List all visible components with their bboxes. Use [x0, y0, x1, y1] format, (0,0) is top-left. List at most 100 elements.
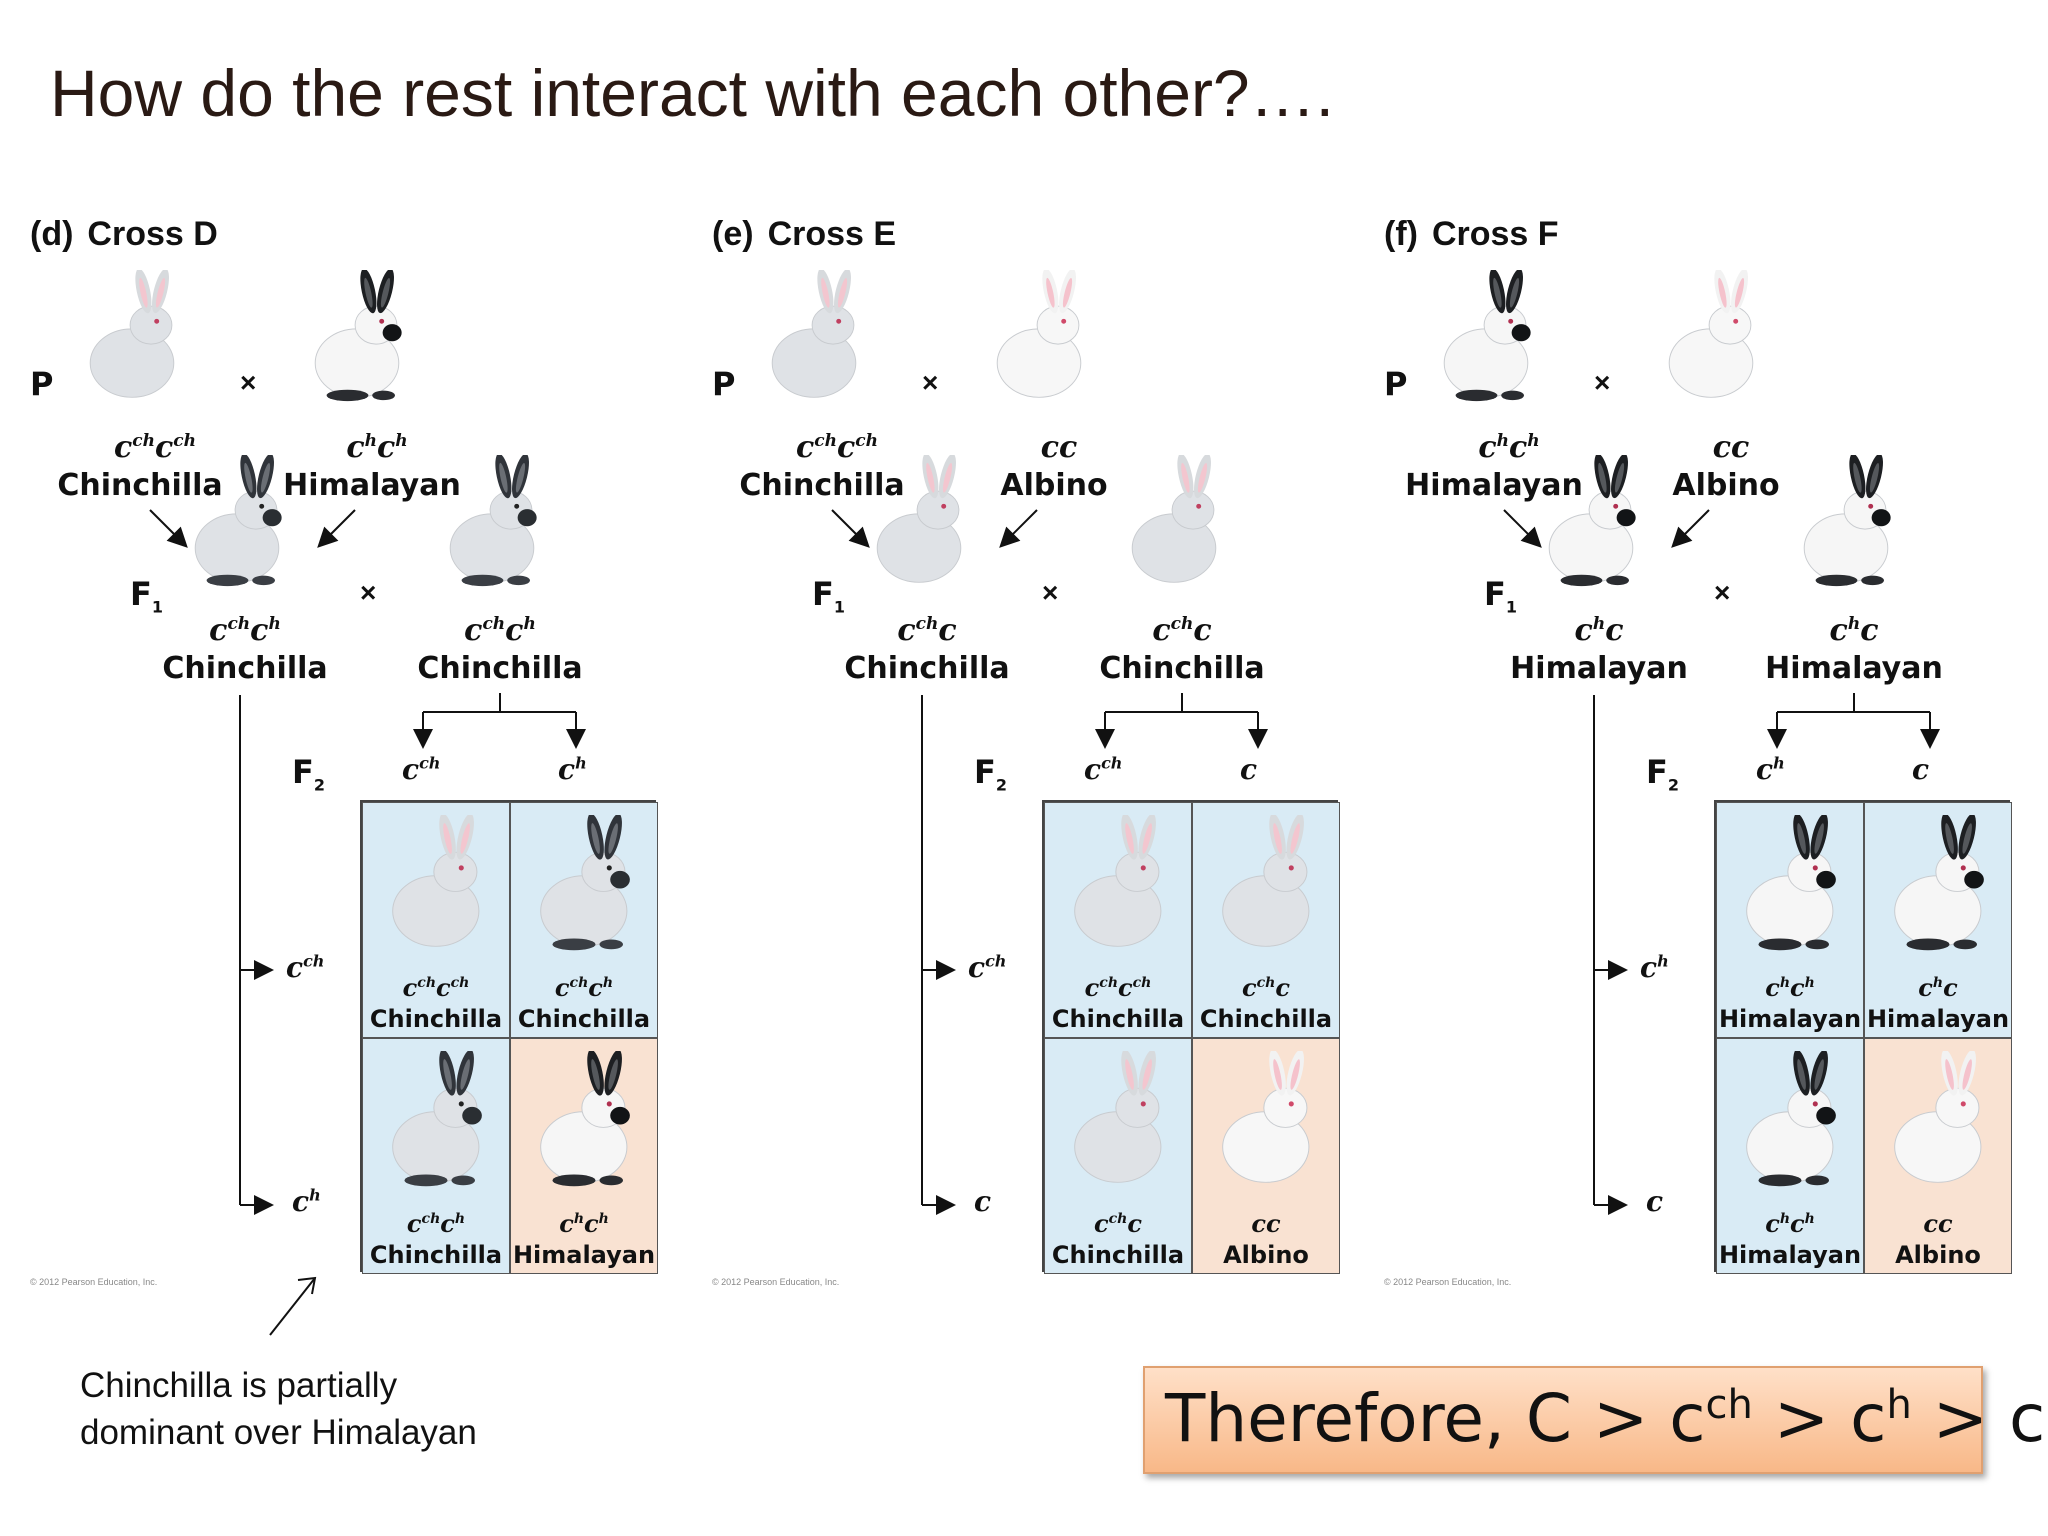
rabbit-icon: [377, 1049, 495, 1193]
cross-name: Cross F: [1431, 215, 1559, 253]
punnett-cell: chch Himalayan: [1716, 802, 1864, 1038]
rabbit-icon: [757, 268, 871, 408]
cell-genotype: cchc: [1242, 973, 1290, 1002]
copyright-notice: © 2012 Pearson Education, Inc.: [30, 1277, 158, 1287]
f1-phenotype: Chinchilla: [162, 651, 328, 686]
rabbit-icon: [862, 453, 976, 593]
cross-symbol: ×: [1594, 367, 1611, 398]
cell-genotype: cchcch: [402, 973, 470, 1002]
cross-label: (d) Cross D: [30, 215, 218, 254]
cell-phenotype: Chinchilla: [1199, 1005, 1333, 1033]
cross-name: Cross E: [767, 215, 897, 253]
rabbit-icon: [1059, 813, 1177, 957]
f1-genotype: chc: [1829, 613, 1879, 648]
rabbit-icon: [1207, 813, 1325, 957]
row-allele: c: [974, 1185, 992, 1218]
pedigree-lines: [831, 509, 1268, 1215]
f1-phenotype: Himalayan: [1510, 651, 1688, 686]
rabbit-icon: [1789, 453, 1903, 593]
cell-genotype: chch: [1765, 1209, 1815, 1238]
cross-name: Cross D: [87, 215, 218, 253]
pedigree-lines: [1503, 509, 1940, 1215]
cell-genotype: chc: [1918, 973, 1958, 1002]
rabbit-icon: [435, 453, 549, 593]
rabbit-icon: [1059, 1049, 1177, 1193]
rabbit-icon: [1731, 1049, 1849, 1193]
f1-phenotype: Chinchilla: [417, 651, 583, 686]
rabbit-icon: [1731, 813, 1849, 957]
conclusion-text: Therefore, C > cch > ch > c: [1165, 1380, 2046, 1457]
f2-generation-label: F2: [974, 753, 1007, 795]
f1-phenotype: Chinchilla: [1099, 651, 1265, 686]
column-allele: c: [1240, 753, 1258, 786]
parent-genotype: cchcch: [796, 430, 878, 465]
cross-letter: (e): [712, 215, 754, 253]
rabbit-icon: [1207, 1049, 1325, 1193]
cross-symbol: ×: [922, 367, 939, 398]
cell-phenotype: Himalayan: [512, 1241, 656, 1269]
cell-genotype: cchch: [554, 973, 614, 1002]
f1-genotype: cchc: [1152, 613, 1212, 648]
parent-phenotype: Chinchilla: [57, 468, 223, 503]
cell-genotype: chch: [559, 1209, 609, 1238]
parent-genotype: chch: [1478, 430, 1540, 465]
rabbit-icon: [525, 813, 643, 957]
note-arrow-icon: [269, 1276, 317, 1336]
parent-phenotype: Himalayan: [1405, 468, 1583, 503]
cell-genotype: cc: [1251, 1209, 1281, 1238]
cross-letter: (f): [1384, 215, 1418, 253]
rabbit-icon: [1429, 268, 1543, 408]
cross-label: (e) Cross E: [712, 215, 896, 254]
punnett-cell: cchcch Chinchilla: [1044, 802, 1192, 1038]
parent-phenotype: Albino: [1000, 468, 1108, 503]
cell-phenotype: Chinchilla: [1051, 1005, 1185, 1033]
cross-letter: (d): [30, 215, 74, 253]
column-allele: ch: [558, 753, 587, 786]
punnett-square: chch Himalayan chc Himalayan chch Himala…: [1714, 800, 2012, 1274]
rabbit-icon: [1879, 813, 1997, 957]
row-allele: c: [1646, 1185, 1664, 1218]
cross-symbol: ×: [240, 367, 257, 398]
rabbit-icon: [1534, 453, 1648, 593]
parent-phenotype: Himalayan: [283, 468, 461, 503]
punnett-cell: cchc Chinchilla: [1044, 1038, 1192, 1274]
rabbit-icon: [75, 268, 189, 408]
f1-generation-label: F1: [130, 575, 163, 617]
cell-phenotype: Chinchilla: [369, 1241, 503, 1269]
punnett-square: cchcch Chinchilla cchc Chinchilla cchc C…: [1042, 800, 1340, 1274]
parent-genotype: cc: [1040, 430, 1078, 465]
f1-genotype: cchch: [464, 613, 536, 648]
cell-phenotype: Chinchilla: [517, 1005, 651, 1033]
copyright-notice: © 2012 Pearson Education, Inc.: [712, 1277, 840, 1287]
row-allele: cch: [286, 951, 325, 984]
punnett-cell: cchc Chinchilla: [1192, 802, 1340, 1038]
cell-genotype: cchch: [406, 1209, 466, 1238]
cell-phenotype: Himalayan: [1718, 1005, 1862, 1033]
f1-phenotype: Himalayan: [1765, 651, 1943, 686]
row-allele: ch: [292, 1185, 321, 1218]
cell-phenotype: Himalayan: [1718, 1241, 1862, 1269]
rabbit-icon: [300, 268, 414, 408]
p-generation-label: P: [30, 365, 54, 403]
cell-genotype: chch: [1765, 973, 1815, 1002]
punnett-cell: cchcch Chinchilla: [362, 802, 510, 1038]
p-generation-label: P: [712, 365, 736, 403]
f1-generation-label: F1: [1484, 575, 1517, 617]
f2-generation-label: F2: [1646, 753, 1679, 795]
cell-genotype: cc: [1923, 1209, 1953, 1238]
punnett-cell: chch Himalayan: [510, 1038, 658, 1274]
punnett-square: cchcch Chinchilla cchch Chinchilla cchch…: [360, 800, 658, 1274]
cell-phenotype: Albino: [1895, 1241, 1981, 1269]
f1-genotype: cchch: [209, 613, 281, 648]
punnett-cell: cc Albino: [1192, 1038, 1340, 1274]
rabbit-icon: [1879, 1049, 1997, 1193]
rabbit-icon: [1654, 268, 1768, 408]
cell-phenotype: Himalayan: [1866, 1005, 2010, 1033]
parent-genotype: cchcch: [114, 430, 196, 465]
rabbit-icon: [1117, 453, 1231, 593]
f1-genotype: cchc: [897, 613, 957, 648]
parent-genotype: cc: [1712, 430, 1750, 465]
